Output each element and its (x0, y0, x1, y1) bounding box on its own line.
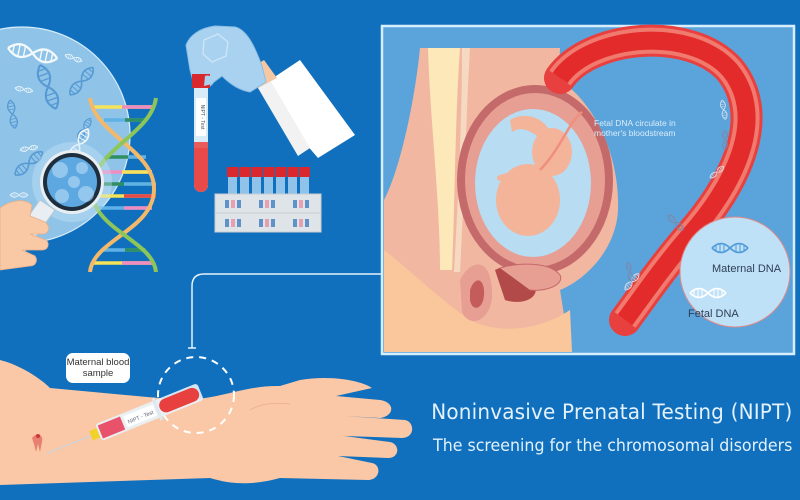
page-title: Noninvasive Prenatal Testing (NIPT) (430, 400, 792, 425)
focus-circle (157, 356, 235, 434)
maternal-dna-label: Maternal DNA (712, 263, 782, 275)
arm-illustration (0, 360, 413, 485)
panel-caption: Fetal DNA circulate in mother's bloodstr… (594, 118, 676, 138)
gloved-hand-icon (185, 25, 355, 158)
connector-line (188, 273, 382, 349)
maternal-blood-sample-callout: Maternal blood sample (66, 353, 130, 383)
tube-rack-icon (214, 167, 322, 233)
fetal-dna-label: Fetal DNA (688, 308, 739, 320)
dna-legend (679, 216, 791, 328)
fetus-icon (496, 110, 583, 236)
blood-vessel-icon (544, 24, 763, 336)
dna-helix-icon (88, 97, 158, 273)
anatomy-panel (380, 24, 796, 356)
test-tube-icon: NIPT - Test (192, 74, 213, 192)
syringe-icon: NIPT - Test (46, 384, 203, 455)
hand-holding-magnifier (0, 200, 50, 271)
page-subtitle: The screening for the chromosomal disord… (432, 436, 792, 456)
test-tube-label: NIPT - Test (199, 105, 205, 130)
